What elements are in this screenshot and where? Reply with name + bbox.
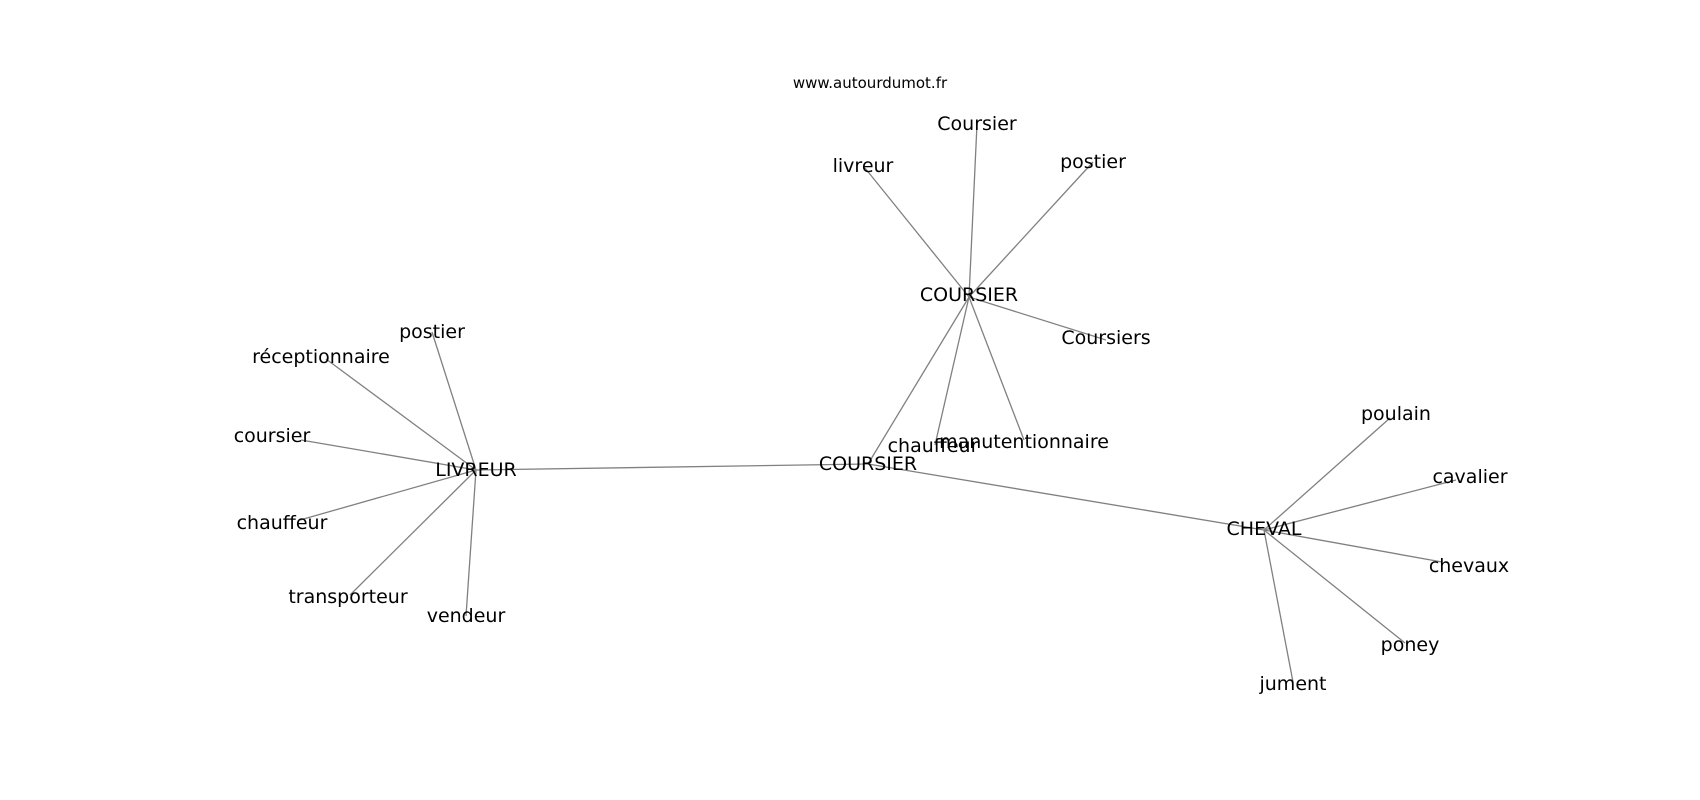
leaf-node-coursier_top-2[interactable]: postier (1060, 151, 1126, 173)
leaf-node-livreur-4[interactable]: transporteur (288, 586, 408, 608)
leaf-node-cheval-3[interactable]: poney (1381, 634, 1440, 656)
edge-coursier_center-cheval (867, 463, 1265, 531)
edge-coursier_top-2 (968, 161, 1094, 298)
leaf-node-coursier_top-4[interactable]: chauffeur (888, 435, 979, 457)
leaf-node-cheval-1[interactable]: cavalier (1432, 466, 1507, 488)
edge-coursier_top-0 (864, 167, 970, 298)
edges-layer (299, 123, 1457, 683)
edge-livreur-2 (300, 439, 477, 471)
edge-coursier_top-4 (934, 296, 970, 446)
edge-livreur-0 (431, 331, 477, 471)
hub-node-livreur[interactable]: LIVREUR (435, 459, 517, 481)
edge-coursier_center-coursier_top (867, 296, 970, 465)
leaf-node-coursier_top-5[interactable]: manutentionnaire (939, 431, 1109, 453)
leaf-node-livreur-5[interactable]: vendeur (427, 605, 506, 627)
hub-node-coursier_top[interactable]: COURSIER (920, 284, 1018, 306)
leaf-node-coursier_top-1[interactable]: Coursier (937, 113, 1017, 135)
labels-layer: postier réceptionnaire coursier chauffeur tr… (234, 113, 1509, 695)
edge-cheval-2 (1263, 529, 1443, 563)
hub-node-coursier_center[interactable]: COURSIER (819, 453, 917, 475)
edge-livreur-3 (299, 469, 477, 521)
edge-cheval-4 (1263, 529, 1294, 683)
leaf-node-cheval-2[interactable]: chevaux (1429, 555, 1509, 577)
leaf-node-coursier_top-3[interactable]: Coursiers (1061, 327, 1150, 349)
leaf-node-cheval-4[interactable]: jument (1258, 673, 1326, 695)
leaf-node-coursier_top-0[interactable]: livreur (833, 155, 894, 177)
edge-coursier_top-5 (968, 296, 1025, 441)
hub-node-cheval[interactable]: CHEVAL (1227, 518, 1302, 540)
edge-cheval-0 (1263, 417, 1391, 531)
watermark-text: www.autourdumot.fr (793, 74, 948, 92)
leaf-node-cheval-0[interactable]: poulain (1361, 403, 1431, 425)
edge-coursier_top-3 (968, 296, 1107, 341)
edge-coursier_center-livreur (475, 463, 869, 471)
leaf-node-livreur-0[interactable]: postier (399, 321, 465, 343)
edge-coursier_top-1 (968, 123, 978, 298)
leaf-node-livreur-1[interactable]: réceptionnaire (252, 346, 390, 368)
leaf-node-livreur-3[interactable]: chauffeur (237, 512, 328, 534)
edge-livreur-1 (325, 358, 477, 471)
edge-livreur-5 (465, 469, 477, 617)
edge-cheval-3 (1263, 529, 1406, 644)
edge-livreur-4 (349, 469, 477, 596)
leaf-node-livreur-2[interactable]: coursier (234, 425, 311, 447)
edge-cheval-1 (1263, 479, 1457, 531)
